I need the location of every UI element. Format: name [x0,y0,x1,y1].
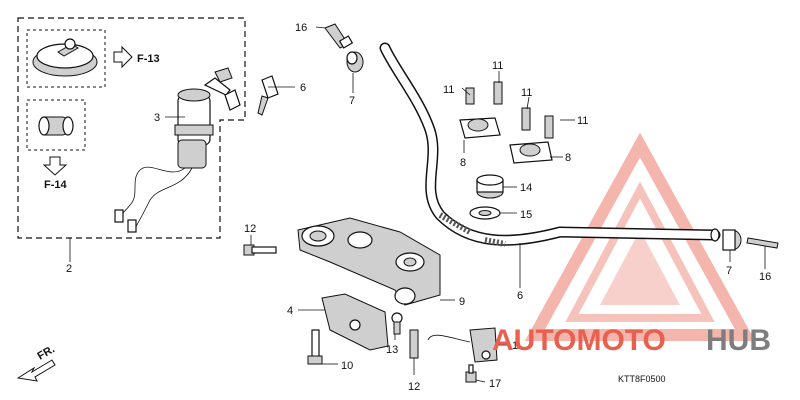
callout-16-right: 16 [759,271,771,283]
ref-f14: F-14 [44,179,68,191]
key-part [257,75,279,116]
bracket-4-part [321,293,389,351]
bar-end-7-right-part [722,229,742,251]
bolt-11-parts [465,81,554,139]
bolt-16-top-part [324,23,354,49]
callout-3: 3 [154,112,160,124]
ignition-switch-part [114,67,241,233]
callout-11-a: 11 [443,84,454,96]
bolt-10-part [307,329,323,365]
screw-13-part [391,312,403,335]
callout-6: 6 [517,290,523,302]
watermark-text-hub: HUB [706,324,771,357]
callout-1: 1 [512,340,518,352]
leader-lines [69,26,766,383]
callout-17: 17 [489,378,501,390]
callout-11-d: 11 [577,115,588,127]
callout-9: 9 [459,296,465,308]
bar-end-7-top-part [346,51,364,73]
nut-14-part [476,174,504,199]
callout-5: 6 [300,82,306,94]
callout-7-top: 7 [349,95,355,107]
bolt-12-upper-part [243,244,277,256]
callout-11-b: 11 [492,60,503,72]
bolt-16-right-part [746,237,779,249]
diagram-code: KTT8F0500 [618,374,666,384]
callout-7-right: 7 [726,265,732,277]
callout-8-a: 8 [460,157,466,169]
clamp-1-part [427,327,498,363]
front-label: FR. [36,343,57,362]
callout-8-b: 8 [565,152,571,164]
callout-16-top: 16 [295,22,307,34]
bolt-12-lower-part [409,329,419,359]
callout-11-c: 11 [521,87,532,99]
top-bridge-part [297,217,441,306]
callout-14: 14 [520,182,532,194]
handlebar-part [379,42,721,247]
callout-13: 13 [386,344,398,356]
fuel-cap-part [32,38,98,77]
callout-4: 4 [287,305,293,317]
callout-12-upper: 12 [244,223,256,235]
callout-12-lower: 12 [408,381,420,393]
arrow-f14-icon [42,156,68,176]
front-direction-arrow-icon: FR. [16,343,57,382]
watermark-text-automoto: AUTOMOTO [492,324,666,357]
upper-holder-8b-part [509,141,553,164]
callout-15: 15 [520,209,532,221]
callout-10: 10 [341,360,353,372]
ignition-group-box [17,17,246,239]
washer-15-part [469,206,501,220]
callout-2: 2 [66,263,72,275]
arrow-f13-icon [113,45,133,69]
callout-numbers: 2 3 6 16 7 11 11 11 11 8 8 14 15 7 16 6 … [66,22,771,393]
key-cylinder-part [38,116,74,136]
upper-holder-8a-part [459,117,501,139]
bolt-17-part [465,364,477,383]
ref-f13: F-13 [137,53,160,65]
